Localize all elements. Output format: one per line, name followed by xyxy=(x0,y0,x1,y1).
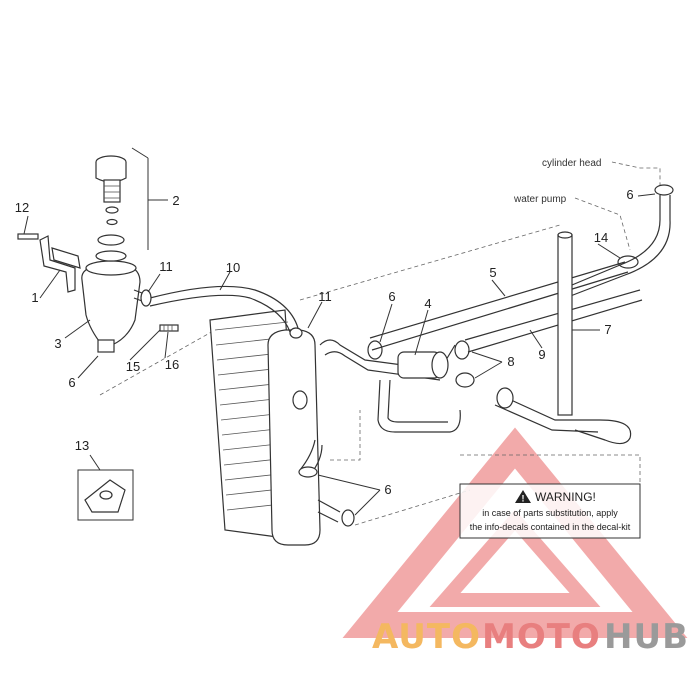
watermark-moto: MOTO xyxy=(482,617,601,657)
pipe-5 xyxy=(369,261,626,339)
label-water-pump: water pump xyxy=(513,194,567,205)
clamp-6-a xyxy=(367,340,383,360)
clamp-8-a xyxy=(454,340,470,360)
callout-16: 16 xyxy=(165,357,179,372)
callout-9: 9 xyxy=(538,347,545,362)
callout-4: 4 xyxy=(424,296,431,311)
expansion-tank xyxy=(81,260,151,353)
callout-15: 15 xyxy=(126,359,140,374)
hose-assembly-4 xyxy=(319,339,461,433)
pipe-9 xyxy=(464,289,641,341)
callout-8: 8 xyxy=(507,354,514,369)
warning-box: ! WARNING! in case of parts substitution… xyxy=(459,483,641,539)
warning-line-1: in case of parts substitution, apply xyxy=(482,508,618,518)
callout-5: 5 xyxy=(489,265,496,280)
callout-7: 7 xyxy=(604,322,611,337)
label-cylinder-head: cylinder head xyxy=(542,158,601,169)
callout-1: 1 xyxy=(31,290,38,305)
callout-6-left: 6 xyxy=(68,375,75,390)
clamp-11-a xyxy=(140,289,152,307)
callout-6-top: 6 xyxy=(626,187,633,202)
radiator xyxy=(209,309,341,546)
pipe-7 xyxy=(494,231,632,445)
callout-12: 12 xyxy=(15,200,29,215)
warning-line-2: the info-decals contained in the decal-k… xyxy=(470,522,631,532)
callout-13: 13 xyxy=(75,438,89,453)
callout-11-right: 11 xyxy=(318,289,332,304)
clamp-6-b xyxy=(298,466,318,478)
callout-10: 10 xyxy=(226,260,240,275)
callout-11-left: 11 xyxy=(159,259,173,274)
mounting-bracket xyxy=(17,233,81,293)
svg-text:!: ! xyxy=(522,494,525,504)
watermark-auto: AUTO xyxy=(372,617,481,657)
callout-14: 14 xyxy=(594,230,608,245)
clamp-6-d xyxy=(654,184,674,196)
leader-lines xyxy=(23,147,656,516)
warning-title: WARNING! xyxy=(535,490,596,504)
callout-6-mid: 6 xyxy=(388,289,395,304)
clamp-6-c xyxy=(341,509,355,527)
filler-cap-assembly xyxy=(95,155,127,262)
warning-triangle-icon xyxy=(515,490,531,503)
callout-numbers: 12 2 11 10 1 11 3 15 16 6 13 6 4 5 9 7 8… xyxy=(15,187,634,497)
clip-13 xyxy=(77,469,134,521)
hose-10 xyxy=(149,285,299,329)
watermark-text: AUTO MOTO HUB xyxy=(372,617,689,657)
clamp-11-b xyxy=(289,327,303,339)
pipe-cylinder-head xyxy=(559,195,661,291)
callout-3: 3 xyxy=(54,336,61,351)
callout-6-bottom: 6 xyxy=(384,482,391,497)
bolt-small xyxy=(159,324,179,332)
watermark-hub: HUB xyxy=(604,617,689,657)
clamp-8-b xyxy=(455,372,475,388)
callout-2: 2 xyxy=(172,193,179,208)
